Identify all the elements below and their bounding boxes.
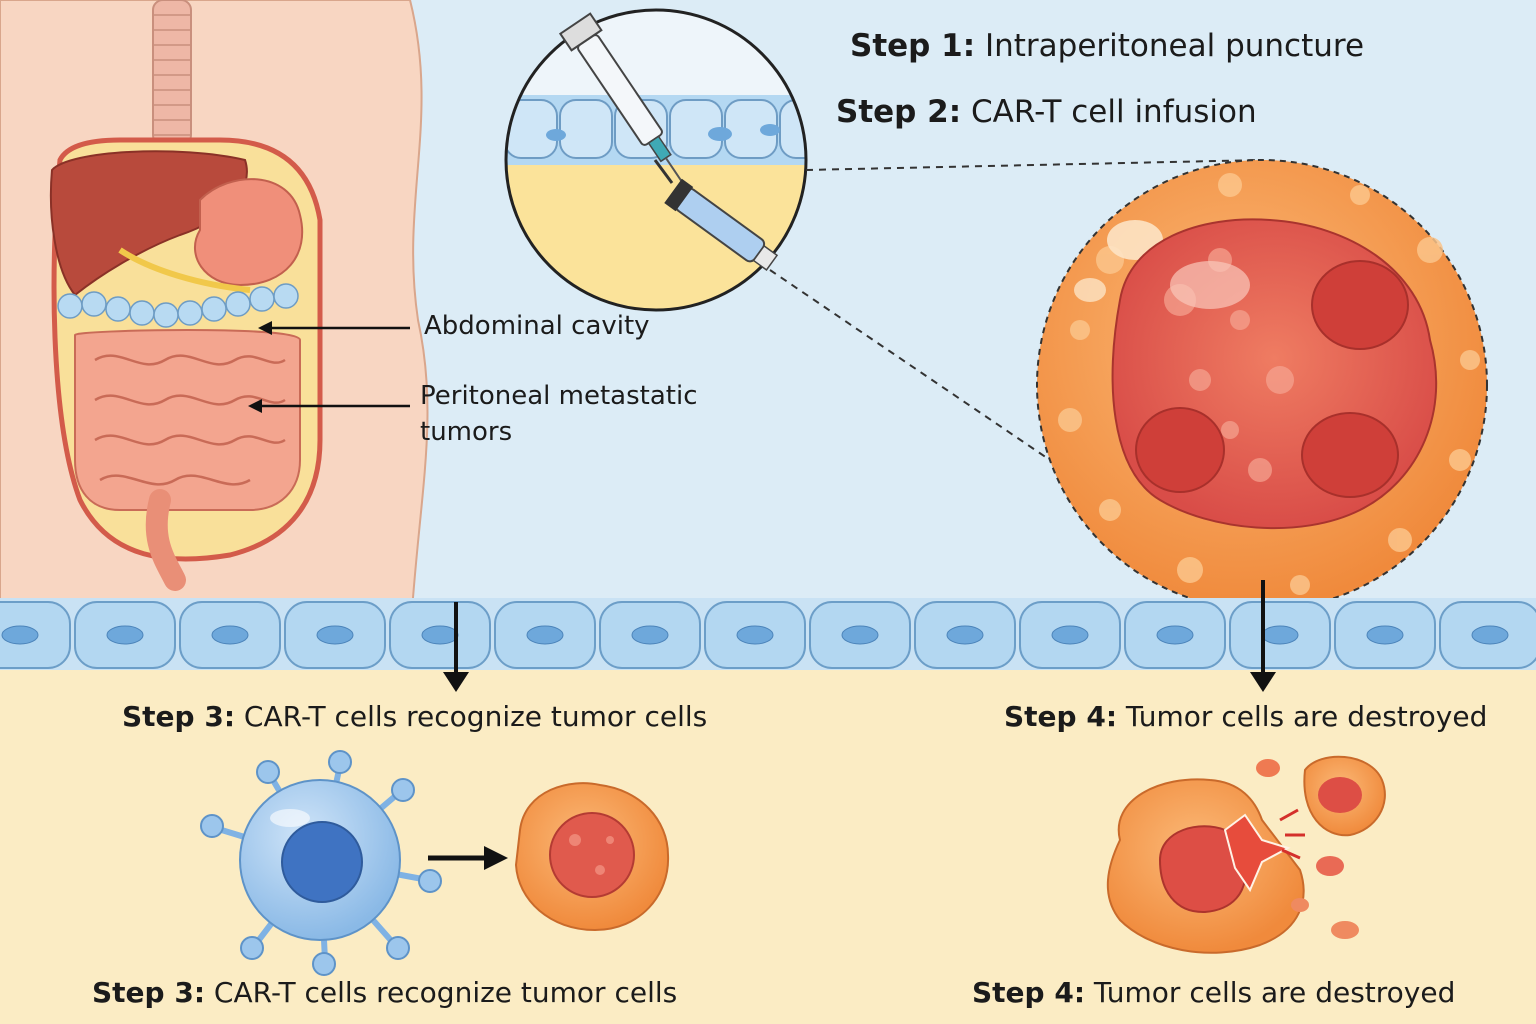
step2-label: Step 2: CAR-T cell infusion [836, 94, 1257, 130]
liver [49, 150, 248, 297]
destroyed-tumor-cell [1106, 755, 1386, 954]
epithelium-band [0, 598, 1536, 670]
small-intestine [74, 329, 301, 511]
step3-text: CAR-T cells recognize tumor cells [243, 700, 708, 733]
tumor-zoom [1036, 159, 1488, 611]
step4-caption-text: Tumor cells are destroyed [1093, 976, 1456, 1009]
peritoneal-tumors-line2: tumors [420, 417, 513, 447]
peritoneal-tumors-label: Peritoneal metastatic tumors [420, 378, 698, 450]
car-t-cell [200, 750, 442, 976]
zoom-line-bottom [769, 269, 1051, 461]
step4-text: Tumor cells are destroyed [1125, 700, 1488, 733]
abdominal-cavity-label: Abdominal cavity [424, 311, 650, 341]
peritoneal-tumors-line1: Peritoneal metastatic [420, 381, 698, 411]
step3-prefix: Step 3: [122, 700, 236, 733]
bile-duct [118, 247, 251, 293]
target-tumor-cell [514, 782, 670, 932]
step4-label: Step 4: Tumor cells are destroyed [1004, 700, 1487, 733]
step2-prefix: Step 2: [836, 94, 962, 130]
step4-caption-prefix: Step 4: [972, 976, 1086, 1009]
catheter [664, 178, 779, 271]
stomach [194, 178, 304, 287]
step1-text: Intraperitoneal puncture [984, 28, 1365, 64]
zoom-line-top [805, 159, 1263, 171]
esophagus-rings [153, 14, 191, 136]
step3-caption-prefix: Step 3: [92, 976, 206, 1009]
step3-caption-text: CAR-T cells recognize tumor cells [213, 976, 678, 1009]
step2-text: CAR-T cell infusion [970, 94, 1257, 130]
step4-prefix: Step 4: [1004, 700, 1118, 733]
step4-caption: Step 4: Tumor cells are destroyed [972, 976, 1455, 1009]
puncture-inset [504, 8, 808, 312]
step3-caption: Step 3: CAR-T cells recognize tumor cell… [92, 976, 677, 1009]
step1-label: Step 1: Intraperitoneal puncture [850, 28, 1364, 64]
step3-label: Step 3: CAR-T cells recognize tumor cell… [122, 700, 707, 733]
colon-end [145, 489, 186, 591]
peritoneum-cells [57, 283, 299, 328]
step1-prefix: Step 1: [850, 28, 976, 64]
esophagus [152, 0, 192, 146]
intestine-folds [94, 354, 286, 486]
